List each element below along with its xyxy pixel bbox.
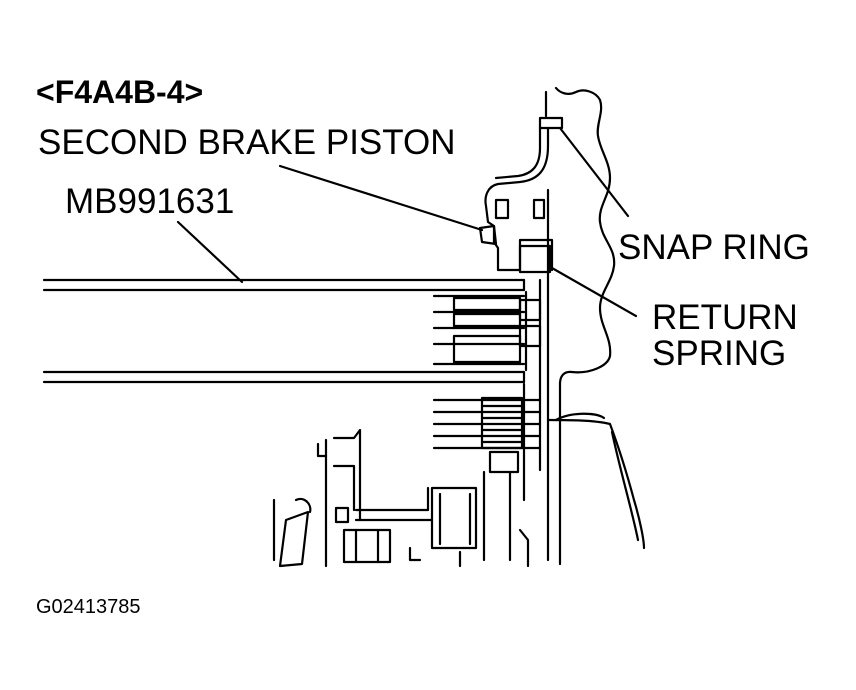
lower-clutch-pack [432, 396, 542, 474]
label-return-spring-line2: SPRING [652, 334, 787, 373]
leader-special-tool [176, 220, 244, 284]
label-snap-ring: SNAP RING [618, 228, 810, 267]
transmission-case [544, 86, 646, 566]
snap-ring [538, 116, 564, 130]
figure-id: G02413785 [36, 596, 141, 618]
leader-return-spring [550, 266, 638, 318]
label-second-brake-piston: SECOND BRAKE PISTON [38, 123, 456, 162]
special-tool-bars [42, 278, 526, 384]
lower-assembly [272, 428, 530, 568]
leader-second-brake-piston [278, 164, 484, 232]
second-brake-piston [478, 126, 554, 274]
leader-snap-ring [558, 126, 630, 218]
diagram-title: <F4A4B-4> [36, 74, 204, 110]
label-return-spring-line1: RETURN [652, 298, 798, 337]
label-special-tool: MB991631 [65, 182, 235, 221]
leader-lines [176, 126, 638, 318]
upper-clutch-plates [432, 294, 542, 366]
